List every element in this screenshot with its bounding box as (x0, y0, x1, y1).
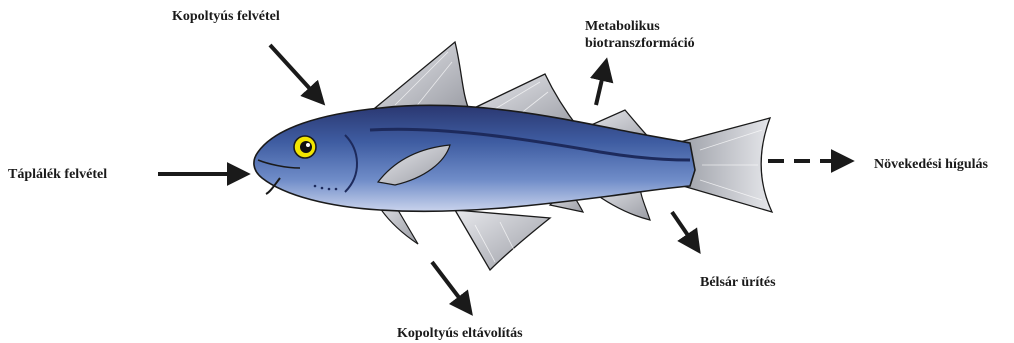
label-growth-dilution: Növekedési hígulás (874, 156, 988, 173)
label-gill-uptake: Kopoltyús felvétel (172, 8, 280, 25)
label-gill-elimination: Kopoltyús eltávolítás (397, 325, 523, 342)
label-metabolic-line2: biotranszformáció (585, 35, 725, 52)
arrow-gill-uptake (270, 45, 322, 102)
label-bile-excretion: Bélsár ürítés (700, 274, 776, 291)
label-metabolic-line1: Metabolikus (585, 18, 725, 35)
arrow-metabolic (596, 62, 606, 105)
label-metabolic-biotransformation: Metabolikus biotranszformáció (585, 18, 725, 52)
label-food-uptake: Táplálék felvétel (8, 166, 107, 183)
arrow-bile (672, 212, 698, 250)
arrow-gill-elimination (432, 262, 470, 312)
anal-fin-1 (455, 210, 550, 270)
fish-illustration (254, 42, 772, 270)
